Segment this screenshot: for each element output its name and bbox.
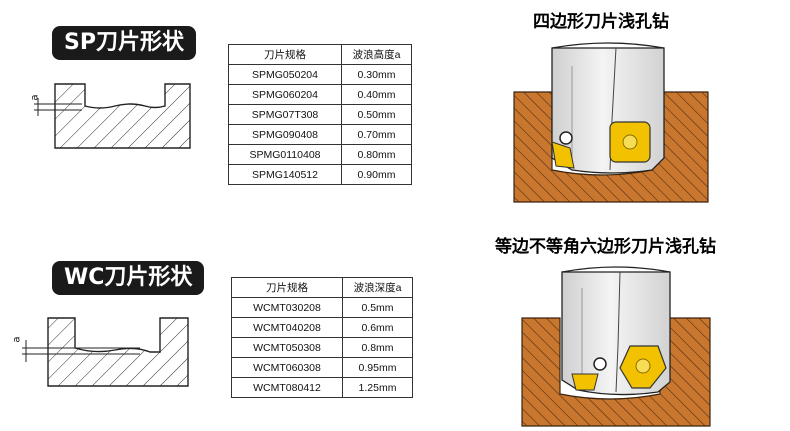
table-header-cell: 刀片规格 <box>231 277 343 298</box>
table-cell: 0.95mm <box>342 357 413 378</box>
table-cell: SPMG050204 <box>228 64 342 85</box>
table-cell: SPMG140512 <box>228 164 342 185</box>
table-cell: 0.6mm <box>342 317 413 338</box>
table-cell: 0.8mm <box>342 337 413 358</box>
table-header-row: 刀片规格 波浪深度a <box>231 277 413 298</box>
table-cell: SPMG060204 <box>228 84 342 105</box>
table-cell: 0.40mm <box>341 84 412 105</box>
table-cell: 0.50mm <box>341 104 412 125</box>
wc-dim-label: a <box>11 336 23 343</box>
table-cell: 1.25mm <box>342 377 413 398</box>
table-cell: WCMT080412 <box>231 377 343 398</box>
hex-insert-drill-title: 等边不等角六边形刀片浅孔钻 <box>495 237 716 257</box>
wc-shape-badge: WC刀片形状 <box>52 261 205 295</box>
table-cell: SPMG07T308 <box>228 104 342 125</box>
table-header-cell: 波浪高度a <box>341 44 412 65</box>
sp-profile-diagram <box>34 83 191 149</box>
table-header-cell: 刀片规格 <box>228 44 342 65</box>
hex-insert-drill-illustration <box>521 266 711 427</box>
table-cell: WCMT040208 <box>231 317 343 338</box>
square-insert-drill-title: 四边形刀片浅孔钻 <box>533 12 669 32</box>
table-cell: WCMT030208 <box>231 297 343 318</box>
table-cell: WCMT050308 <box>231 337 343 358</box>
table-cell: 0.70mm <box>341 124 412 145</box>
table-cell: WCMT060308 <box>231 357 343 378</box>
table-cell: 0.5mm <box>342 297 413 318</box>
table-cell: 0.90mm <box>341 164 412 185</box>
table-cell: 0.30mm <box>341 64 412 85</box>
square-insert-drill-illustration <box>513 42 709 203</box>
table-cell: 0.80mm <box>341 144 412 165</box>
table-header-cell: 波浪深度a <box>342 277 413 298</box>
table-header-row: 刀片规格 波浪高度a <box>228 44 412 65</box>
table-cell: SPMG0110408 <box>228 144 342 165</box>
sp-dim-label: a <box>29 94 41 101</box>
sp-shape-badge: SP刀片形状 <box>52 26 196 60</box>
wc-profile-diagram <box>22 317 189 387</box>
table-cell: SPMG090408 <box>228 124 342 145</box>
